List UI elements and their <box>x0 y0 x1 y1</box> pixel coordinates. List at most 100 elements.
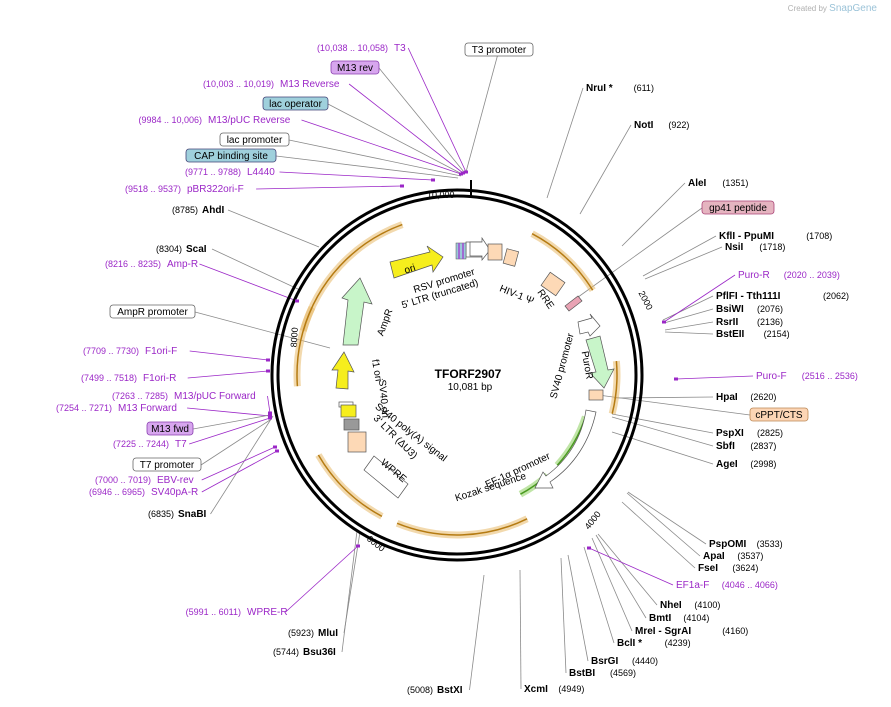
enzyme-leader <box>626 492 701 557</box>
enzyme-fsei: FseI(3624) <box>698 563 758 574</box>
enzyme-mrei-sgrai: MreI - SgrAI (4160) <box>635 626 748 637</box>
primer-mark <box>431 178 435 182</box>
primer-range: (9771 .. 9788) <box>185 167 241 177</box>
primer-range: (5991 .. 6011) <box>186 607 241 617</box>
enzyme-bsteii: BstEII(2154) <box>716 329 790 340</box>
enzyme-pos: (3537) <box>737 551 763 561</box>
primer-mark <box>266 369 270 373</box>
primer-range: (2020 .. 2039) <box>784 270 840 280</box>
enzyme-kfli-ppumi: KflI - PpuMI(1708) <box>719 231 832 242</box>
enzyme-leader <box>546 87 584 199</box>
feature-box <box>749 407 809 422</box>
enzyme-pos: (8304) <box>156 244 182 254</box>
kozak-label: Kozak sequence <box>454 471 528 504</box>
primer-leader <box>187 370 269 379</box>
primer-f1ori-f: (7709 .. 7730)F1ori-F <box>83 346 270 362</box>
enzyme-pspomi: PspOMI(3533) <box>709 539 783 550</box>
primer-pbr322ori-f: (9518 .. 9537)pBR322ori-F <box>125 184 404 195</box>
enzyme-pos: (5008) <box>407 685 433 695</box>
sv40-ori-label: SV40 ori <box>376 379 390 418</box>
primer-name: SV40pA-R <box>151 487 198 498</box>
enzyme-leader <box>611 431 714 465</box>
ampr-label: AmpR <box>376 308 396 338</box>
primer-leader <box>675 375 754 380</box>
feature-arc-core <box>317 454 383 517</box>
wpre-arrow <box>363 455 409 499</box>
f1-ori-label: f1 ori <box>369 358 384 382</box>
feature-box <box>262 96 329 111</box>
enzyme-pos: (611) <box>634 83 654 93</box>
enzyme-noti: NotI(922) <box>634 120 689 131</box>
primer-mark <box>268 411 272 415</box>
primer-range: (7225 .. 7244) <box>113 439 169 449</box>
enzyme-pos: (4160) <box>722 626 748 636</box>
feature-arc-core <box>611 361 618 414</box>
primer-leader <box>348 83 464 174</box>
feature-text: CAP binding site <box>194 151 268 162</box>
primer-mark <box>268 414 272 418</box>
enzyme-bstbi: BstBI (4569) <box>569 668 636 679</box>
scale-2000: 2000 <box>636 289 654 311</box>
enzyme-name: BmtI <box>649 613 671 624</box>
primer-wpre-r: (5991 .. 6011) WPRE-R <box>186 544 360 618</box>
feature-box <box>146 421 194 436</box>
ori-arrow <box>389 245 444 279</box>
feature-leader <box>327 103 463 175</box>
primer-leader <box>279 171 434 181</box>
enzyme-leader <box>211 248 301 291</box>
enzyme-leader <box>567 554 589 662</box>
enzyme-pos: (2062) <box>823 291 849 301</box>
feature-leader <box>465 49 500 173</box>
primer-mark <box>459 172 463 176</box>
primer-mark <box>266 358 270 362</box>
enzyme-name: ApaI <box>703 551 725 562</box>
primer-l4440: (9771 .. 9788)L4440 <box>185 167 435 182</box>
enzyme-name: MreI - SgrAI <box>635 626 691 637</box>
feature-text: cPPT/CTS <box>755 410 803 421</box>
enzyme-name: FseI <box>698 563 718 574</box>
feature-leader <box>573 207 703 301</box>
primer-name: Puro-F <box>756 371 787 382</box>
enzyme-pflfi-tth111i: PflFI - Tth111I (2062) <box>716 291 849 302</box>
enzyme-name: XcmI <box>524 684 548 695</box>
feature-text: M13 fwd <box>151 424 189 435</box>
enzyme-name: BstBI <box>569 668 595 679</box>
feature-m13-fwd: M13 fwd <box>146 421 194 436</box>
primer-mark <box>464 170 468 174</box>
enzyme-alei: AleI(1351) <box>688 178 748 189</box>
enzyme-apai: ApaI (3537) <box>703 551 763 562</box>
sv40-ori-arrow <box>331 351 355 390</box>
primer-mark <box>356 544 360 548</box>
enzyme-pos: (4104) <box>683 613 709 623</box>
feature-box <box>132 457 202 472</box>
primer-m13-puc-reverse: (9984 .. 10,006)M13/pUC Reverse <box>138 115 463 176</box>
enzyme-name: PflFI - Tth111I <box>716 291 781 302</box>
feature-box <box>109 304 196 319</box>
enzyme-sbfi: SbfI(2837) <box>716 441 776 452</box>
primer-range: (10,038 .. 10,058) <box>317 43 388 53</box>
enzyme-pos: (5923) <box>288 628 314 638</box>
scale-4000: 4000 <box>583 509 603 531</box>
enzyme-rsrii: RsrII(2136) <box>716 317 783 328</box>
primer-range: (6946 .. 6965) <box>89 487 145 497</box>
enzyme-name: HpaI <box>716 392 738 403</box>
feature-leader <box>378 67 465 173</box>
enzyme-name: NsiI <box>725 242 744 253</box>
primer-leader <box>189 350 269 361</box>
primer-name: WPRE-R <box>247 607 288 618</box>
enzyme-pos: (8785) <box>172 205 198 215</box>
enzyme-name: BstEII <box>716 329 745 340</box>
enzyme-leader <box>664 331 714 335</box>
enzyme-pspxi: PspXI(2825) <box>716 428 783 439</box>
enzyme-name: MluI <box>318 628 338 639</box>
primer-leader <box>189 417 271 445</box>
enzyme-name: RsrII <box>716 317 738 328</box>
rsv-arrow <box>469 236 491 261</box>
enzyme-name: KflI - PpuMI <box>719 231 774 242</box>
enzyme-pos: (922) <box>668 120 689 130</box>
enzyme-pos: (4569) <box>610 668 636 678</box>
enzyme-name: NruI * <box>586 83 613 94</box>
enzyme-xcmi: XcmI(4949) <box>524 684 584 695</box>
enzyme-name: AhdI <box>202 205 224 216</box>
